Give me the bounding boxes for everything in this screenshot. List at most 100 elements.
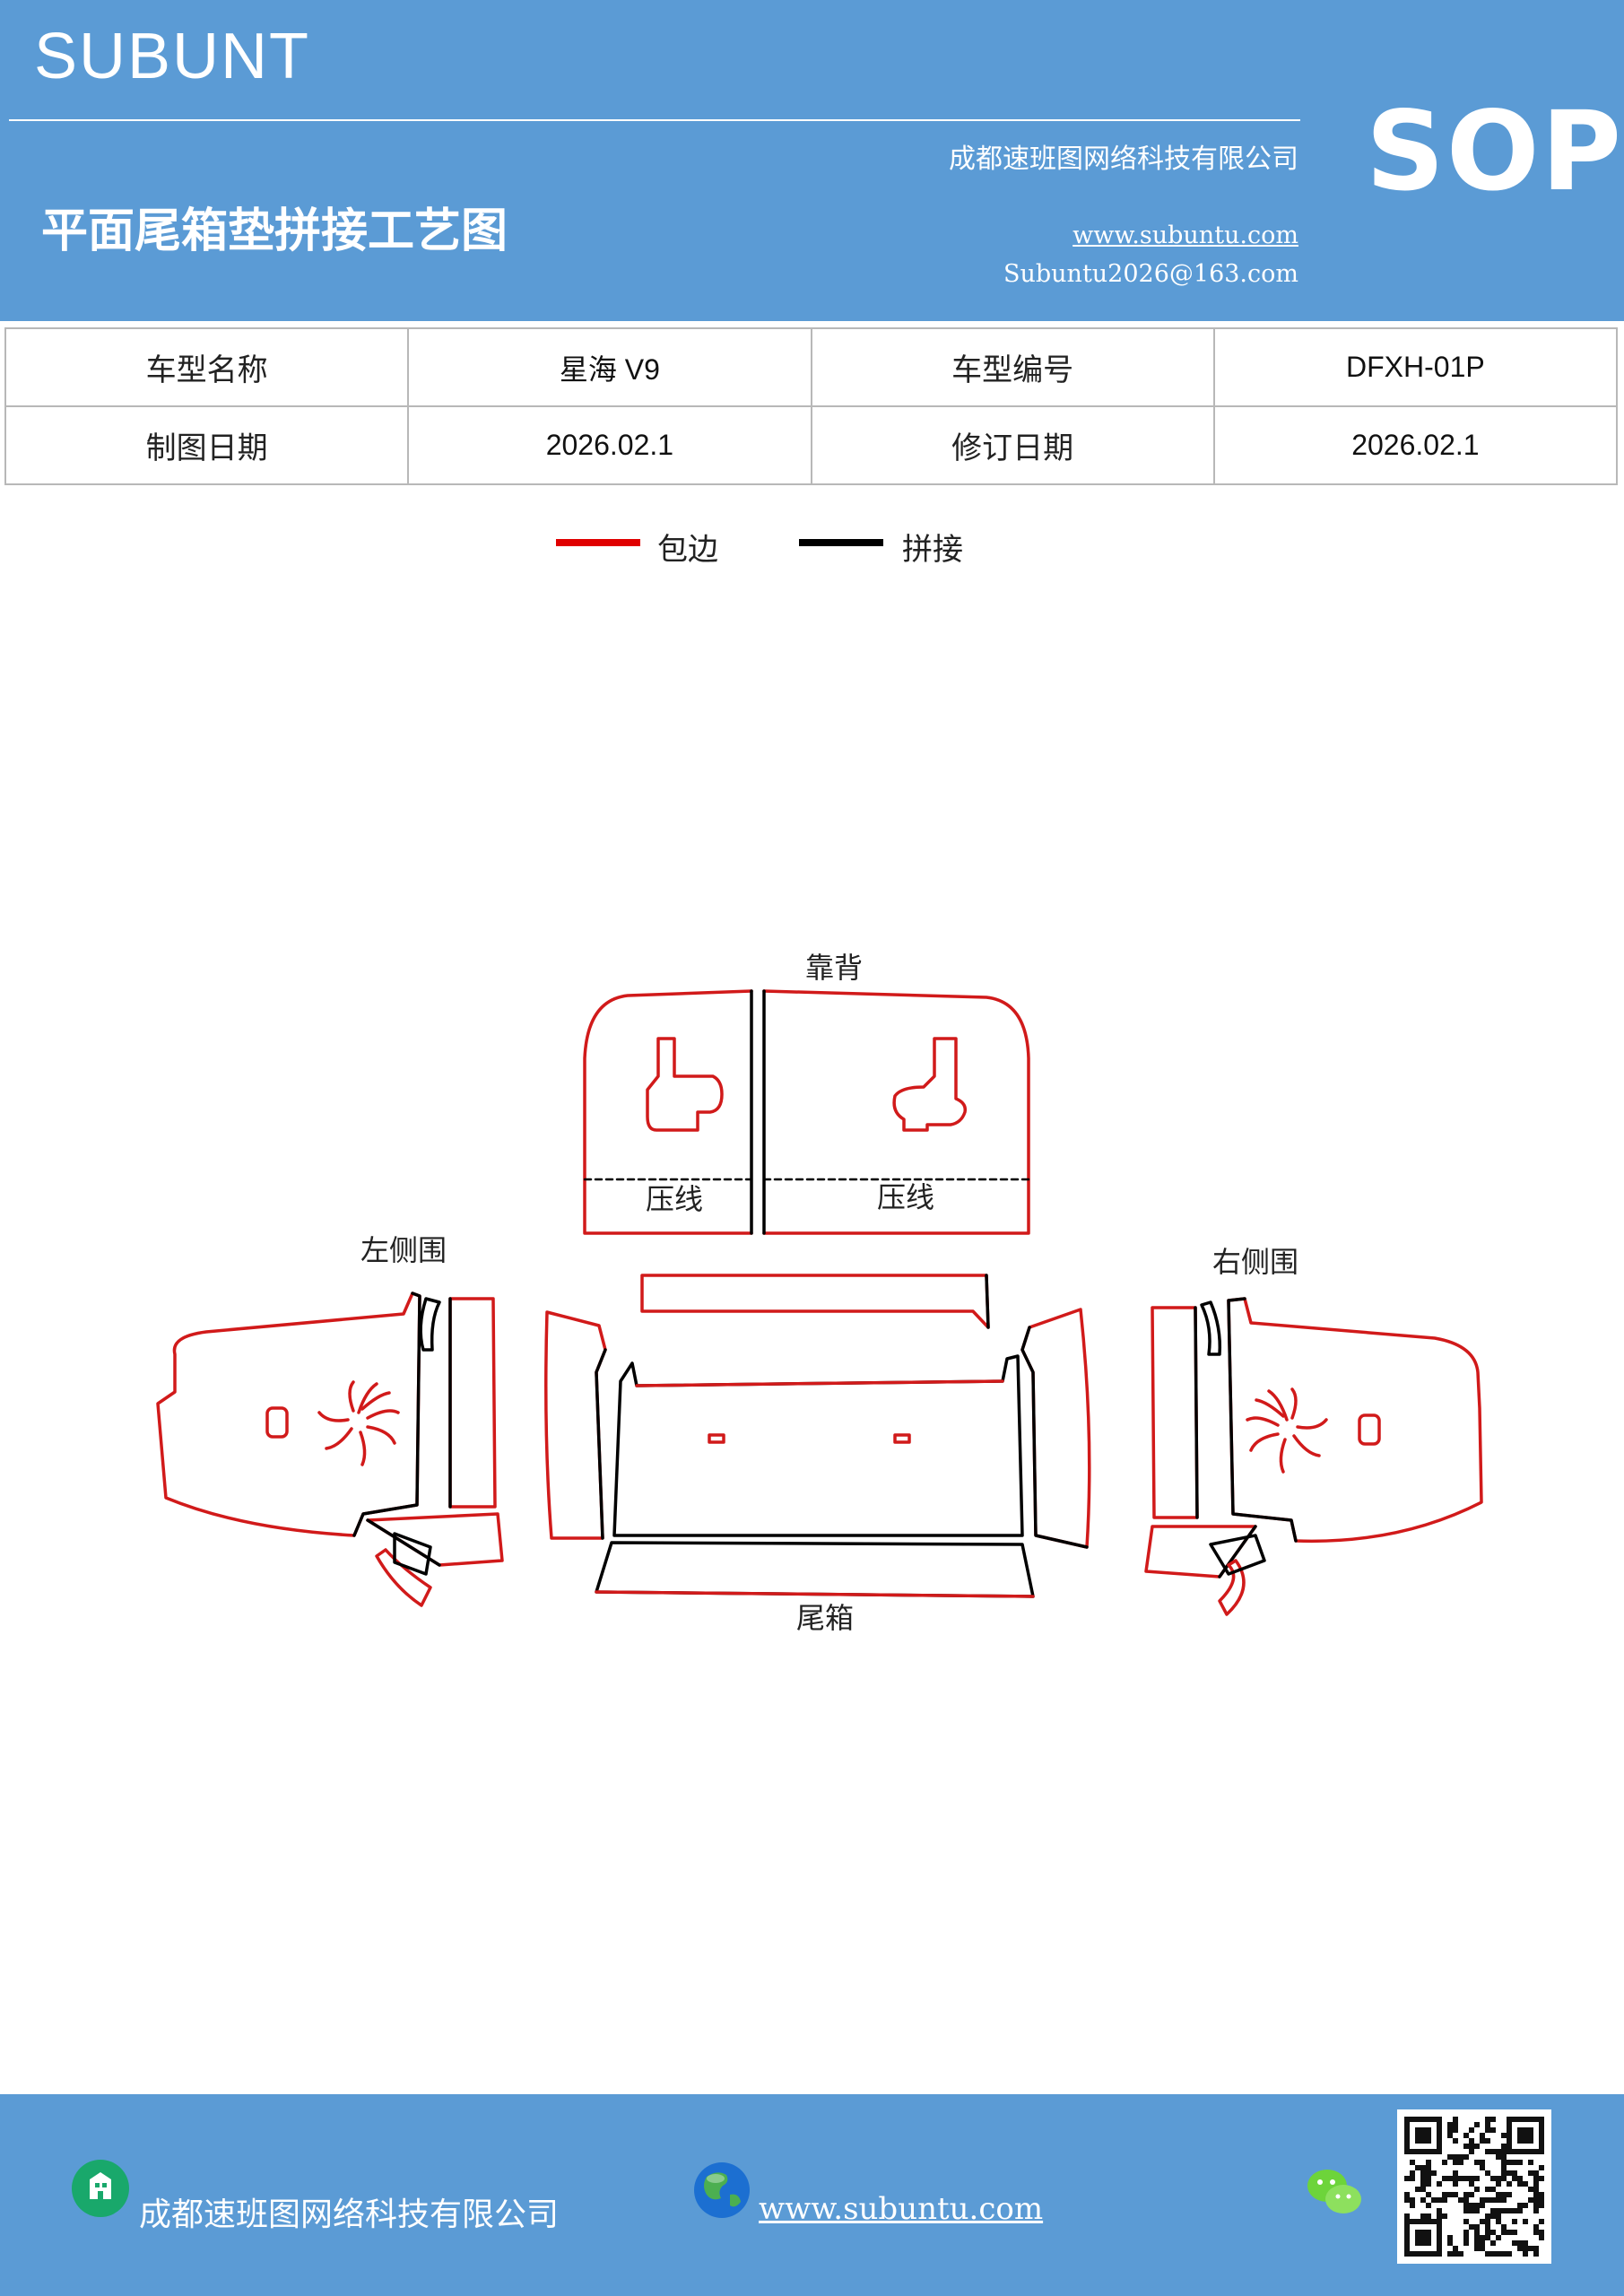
qr-module (1463, 2197, 1469, 2203)
qr-module (1410, 2176, 1415, 2181)
qr-module (1415, 2165, 1420, 2170)
qr-module (1458, 2251, 1463, 2257)
qr-module (1447, 2154, 1453, 2160)
qr-module (1474, 2224, 1480, 2230)
qr-module (1501, 2230, 1507, 2235)
qr-module (1442, 2213, 1447, 2219)
qr-module (1420, 2213, 1426, 2219)
qr-module (1480, 2160, 1485, 2165)
footer-company: 成都速班图网络科技有限公司 (139, 2196, 560, 2233)
qr-module (1447, 2240, 1453, 2246)
qr-module (1490, 2187, 1496, 2192)
qr-module (1480, 2219, 1485, 2224)
qr-module (1480, 2235, 1485, 2240)
qr-module (1463, 2133, 1469, 2138)
qr-module (1453, 2181, 1458, 2187)
qr-module (1431, 2197, 1437, 2203)
header-divider (9, 119, 1300, 121)
footer-website-link[interactable]: www.subuntu.com (759, 2191, 1044, 2227)
qr-module (1469, 2149, 1474, 2154)
qr-module (1480, 2133, 1485, 2138)
qr-code (1397, 2109, 1551, 2264)
qr-module (1539, 2165, 1544, 2170)
backrest-label: 靠背 (805, 951, 863, 985)
qr-module (1426, 2181, 1431, 2187)
qr-module (1420, 2197, 1426, 2203)
qr-module (1469, 2208, 1474, 2213)
qr-module (1512, 2240, 1517, 2246)
qr-module (1501, 2160, 1507, 2165)
qr-module (1453, 2246, 1458, 2251)
qr-module (1490, 2240, 1496, 2246)
trunk-mat-diagram: 压线 压线 靠背 (156, 951, 1483, 1635)
qr-module (1501, 2176, 1507, 2181)
qr-module (1458, 2160, 1463, 2165)
qr-module (1463, 2192, 1469, 2197)
qr-module (1480, 2246, 1485, 2251)
qr-module (1517, 2208, 1523, 2213)
qr-module (1485, 2122, 1490, 2127)
qr-module (1501, 2133, 1507, 2138)
brand-name: SUBUNT (34, 21, 311, 92)
qr-module (1496, 2181, 1501, 2187)
qr-module (1490, 2251, 1496, 2257)
qr-module (1539, 2235, 1544, 2240)
qr-module (1426, 2170, 1431, 2176)
qr-module (1533, 2187, 1539, 2192)
qr-module (1480, 2203, 1485, 2208)
qr-module (1528, 2160, 1533, 2165)
qr-module (1469, 2181, 1474, 2187)
qr-module (1490, 2176, 1496, 2181)
qr-module (1426, 2213, 1431, 2219)
qr-module (1539, 2176, 1544, 2181)
qr-module (1410, 2160, 1415, 2165)
qr-module (1431, 2170, 1437, 2176)
qr-module (1533, 2197, 1539, 2203)
right-side-panel (1144, 1297, 1483, 1616)
qr-module (1496, 2219, 1501, 2224)
header-website-link[interactable]: www.subuntu.com (1073, 222, 1298, 249)
table-row: 制图日期 2026.02.1 修订日期 2026.02.1 (4, 405, 1619, 485)
trunk-label: 尾箱 (796, 1601, 854, 1635)
qr-module (1507, 2170, 1512, 2176)
qr-module (1507, 2181, 1512, 2187)
qr-module (1469, 2176, 1474, 2181)
qr-module (1501, 2149, 1507, 2154)
qr-module (1501, 2165, 1507, 2170)
qr-module (1512, 2230, 1517, 2235)
qr-module (1453, 2251, 1458, 2257)
qr-module (1469, 2144, 1474, 2149)
qr-module (1496, 2197, 1501, 2203)
info-table: 车型名称 星海 V9 车型编号 DFXH-01P 制图日期 2026.02.1 … (4, 327, 1619, 485)
qr-module (1523, 2246, 1528, 2251)
qr-module (1528, 2187, 1533, 2192)
qr-module (1517, 2176, 1523, 2181)
qr-module (1539, 2192, 1544, 2197)
qr-module (1474, 2203, 1480, 2208)
qr-module (1420, 2187, 1426, 2192)
model-code-label: 车型编号 (810, 327, 1215, 407)
qr-module (1463, 2230, 1469, 2235)
left-side-label: 左侧围 (360, 1233, 447, 1267)
qr-module (1404, 2176, 1410, 2181)
sop-badge: SOP (1366, 88, 1623, 215)
qr-module (1485, 2224, 1490, 2230)
qr-module (1463, 2144, 1469, 2149)
legend-seam-label: 拼接 (902, 532, 963, 568)
qr-module (1496, 2149, 1501, 2154)
qr-module (1447, 2235, 1453, 2240)
qr-module (1453, 2192, 1458, 2197)
qr-module (1420, 2181, 1426, 2187)
backrest-right-panel: 压线 (762, 989, 1030, 1235)
qr-module (1517, 2240, 1523, 2246)
left-side-panel (156, 1292, 504, 1607)
qr-module (1501, 2144, 1507, 2149)
draw-date-label: 制图日期 (4, 405, 410, 485)
qr-module (1496, 2251, 1501, 2257)
qr-module (1490, 2149, 1496, 2154)
qr-module (1517, 2246, 1523, 2251)
qr-module (1501, 2154, 1507, 2160)
qr-module (1539, 2230, 1544, 2235)
legend-edge-swatch (556, 539, 640, 546)
qr-module (1463, 2154, 1469, 2160)
